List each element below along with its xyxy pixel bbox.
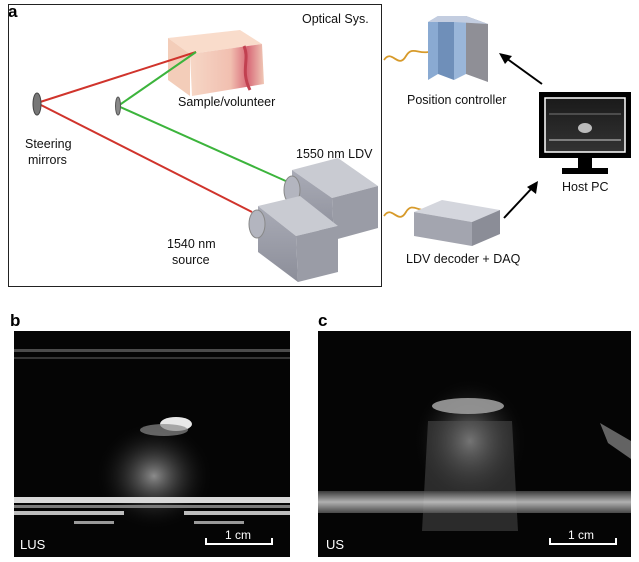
- lus-scale-bar: [205, 537, 273, 545]
- ldv-box: [283, 158, 378, 240]
- position-controller: [428, 16, 488, 82]
- host-pc-monitor: [539, 92, 631, 174]
- lus-image: [14, 331, 290, 557]
- optical-system-title: Optical Sys.: [302, 12, 369, 26]
- lus-scale-label: 1 cm: [225, 528, 252, 542]
- us-scale-label: 1 cm: [568, 528, 595, 542]
- label-host-pc: Host PC: [562, 180, 609, 194]
- panel-b-letter: b: [10, 311, 21, 330]
- us-image: [318, 331, 631, 557]
- us-modality-label: US: [326, 537, 345, 552]
- schematic-drawing: [32, 16, 631, 282]
- label-decoder: LDV decoder + DAQ: [406, 252, 521, 266]
- optical-system-box: [8, 4, 382, 287]
- panel-c-letter: c: [318, 311, 328, 330]
- label-steering-2: mirrors: [28, 153, 67, 167]
- label-ldv: 1550 nm LDV: [296, 147, 373, 161]
- steering-mirrors: [32, 92, 121, 116]
- us-scale-bar: [549, 537, 617, 545]
- laser-beams: [36, 51, 289, 213]
- sample-tissue: [168, 30, 264, 96]
- label-position-controller: Position controller: [407, 93, 507, 107]
- source-box: [248, 196, 338, 282]
- decoder-box: [414, 200, 500, 246]
- label-source-1: 1540 nm: [167, 237, 216, 251]
- lus-modality-label: LUS: [20, 537, 46, 552]
- panel-a-letter: a: [8, 2, 18, 21]
- data-flow-arrows: [499, 53, 543, 219]
- cable-controller: [383, 49, 429, 62]
- label-sample: Sample/volunteer: [178, 95, 276, 109]
- label-source-2: source: [172, 253, 210, 267]
- label-steering-1: Steering: [25, 137, 72, 151]
